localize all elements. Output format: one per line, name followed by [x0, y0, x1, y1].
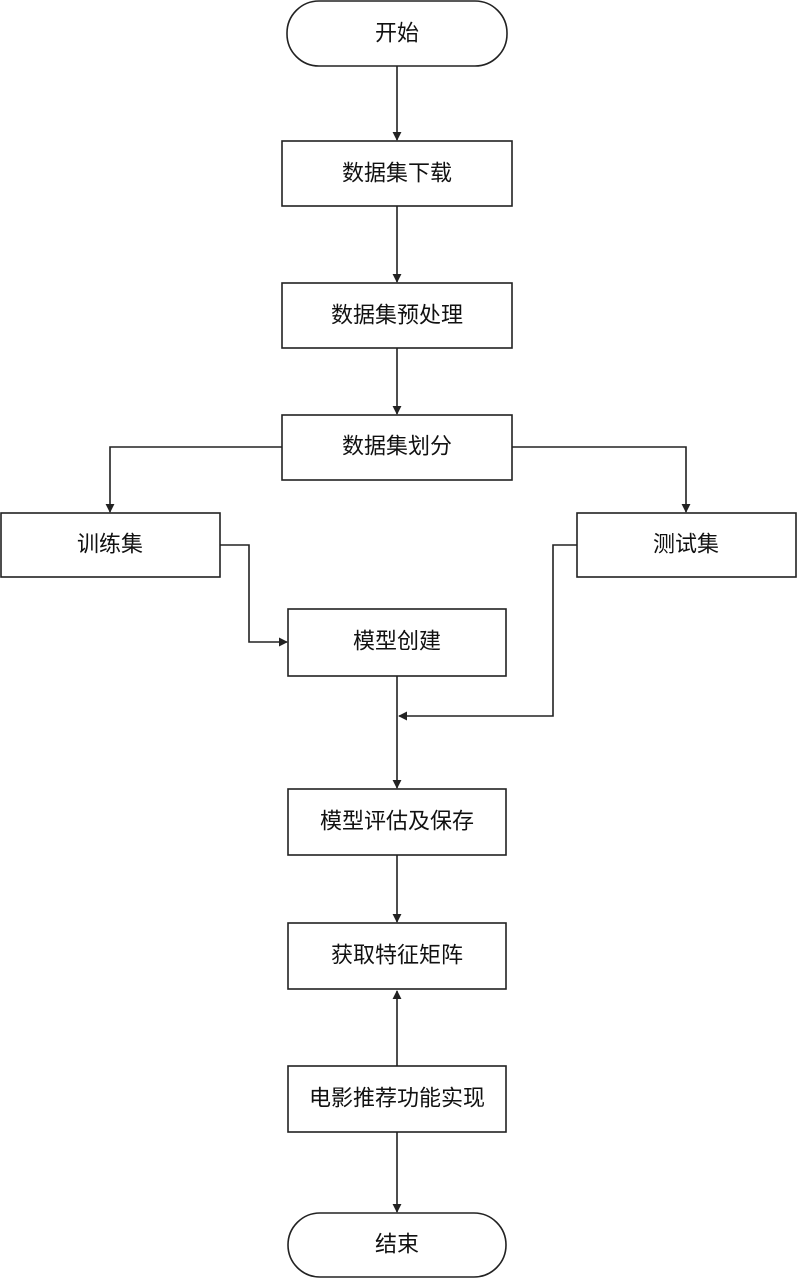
- node-start-label: 开始: [375, 22, 419, 47]
- node-evaluate-save-label: 模型评估及保存: [320, 810, 474, 835]
- node-evaluate-save: 模型评估及保存: [287, 788, 507, 856]
- node-end-label: 结束: [375, 1233, 419, 1258]
- node-download-label: 数据集下载: [342, 162, 452, 187]
- connectors: [105, 66, 691, 1213]
- node-split: 数据集划分: [281, 414, 513, 481]
- node-end: 结束: [287, 1212, 507, 1278]
- node-model-create-label: 模型创建: [353, 630, 441, 655]
- node-feature-matrix-label: 获取特征矩阵: [331, 944, 463, 969]
- node-train-set: 训练集: [0, 512, 221, 578]
- node-preprocess-label: 数据集预处理: [331, 304, 463, 329]
- arrow-split-to-train-set: [105, 446, 282, 513]
- node-feature-matrix: 获取特征矩阵: [287, 922, 507, 990]
- node-split-label: 数据集划分: [342, 435, 452, 460]
- arrow-split-to-test-set: [512, 446, 691, 513]
- node-recommend: 电影推荐功能实现: [287, 1065, 507, 1133]
- node-train-set-label: 训练集: [77, 533, 143, 558]
- node-download: 数据集下载: [281, 140, 513, 207]
- node-test-set-label: 测试集: [653, 533, 719, 558]
- node-recommend-label: 电影推荐功能实现: [309, 1087, 485, 1112]
- node-start: 开始: [286, 0, 508, 67]
- node-preprocess: 数据集预处理: [281, 282, 513, 349]
- arrow-train-set-to-model-create: [220, 544, 288, 647]
- node-test-set: 测试集: [576, 512, 797, 578]
- node-model-create: 模型创建: [287, 608, 507, 677]
- arrow-test-set-to-evaluate-line: [398, 544, 577, 721]
